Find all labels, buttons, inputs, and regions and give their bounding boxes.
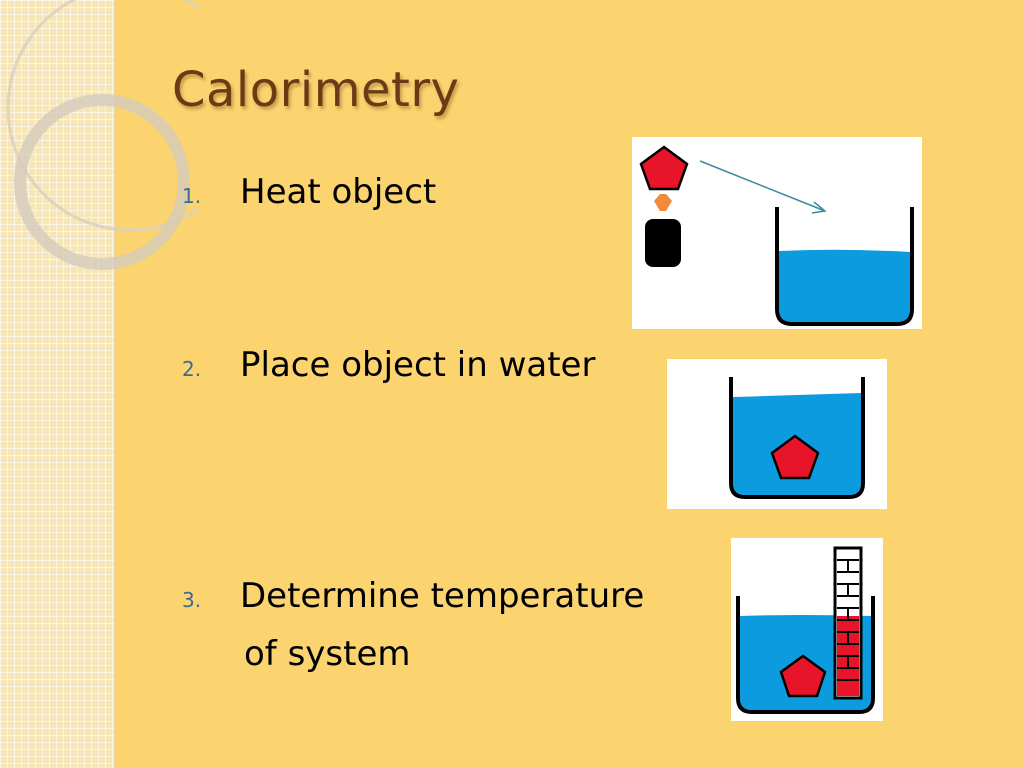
step-number: 3. bbox=[182, 588, 202, 612]
temperature-diagram bbox=[736, 546, 875, 714]
heating-diagram bbox=[639, 145, 914, 326]
object-pentagon bbox=[770, 434, 820, 480]
immersion-diagram bbox=[729, 377, 865, 499]
step-text-continuation: of system bbox=[244, 634, 411, 674]
object-in-water-illustration bbox=[667, 359, 887, 509]
flame-icon bbox=[654, 194, 672, 211]
thermometer-icon bbox=[833, 546, 863, 700]
arrow-icon bbox=[699, 160, 826, 212]
step-text: Heat object bbox=[240, 172, 437, 212]
step-number: 2. bbox=[182, 357, 202, 381]
object-pentagon bbox=[779, 654, 827, 698]
burner-icon bbox=[645, 219, 681, 267]
heating-illustration bbox=[632, 137, 922, 329]
step-number: 1. bbox=[182, 184, 202, 208]
step-text: Place object in water bbox=[240, 345, 596, 385]
beaker-icon bbox=[775, 207, 914, 326]
decorative-side-band bbox=[0, 0, 115, 768]
beaker-water bbox=[779, 249, 910, 322]
step-text: Determine temperature bbox=[240, 576, 645, 616]
thermometer-illustration bbox=[731, 538, 883, 721]
beaker-icon bbox=[729, 377, 865, 499]
beaker-icon bbox=[736, 596, 875, 714]
heated-object-pentagon bbox=[639, 145, 689, 191]
decorative-rings bbox=[6, 0, 200, 270]
slide-title: Calorimetry bbox=[172, 62, 460, 118]
